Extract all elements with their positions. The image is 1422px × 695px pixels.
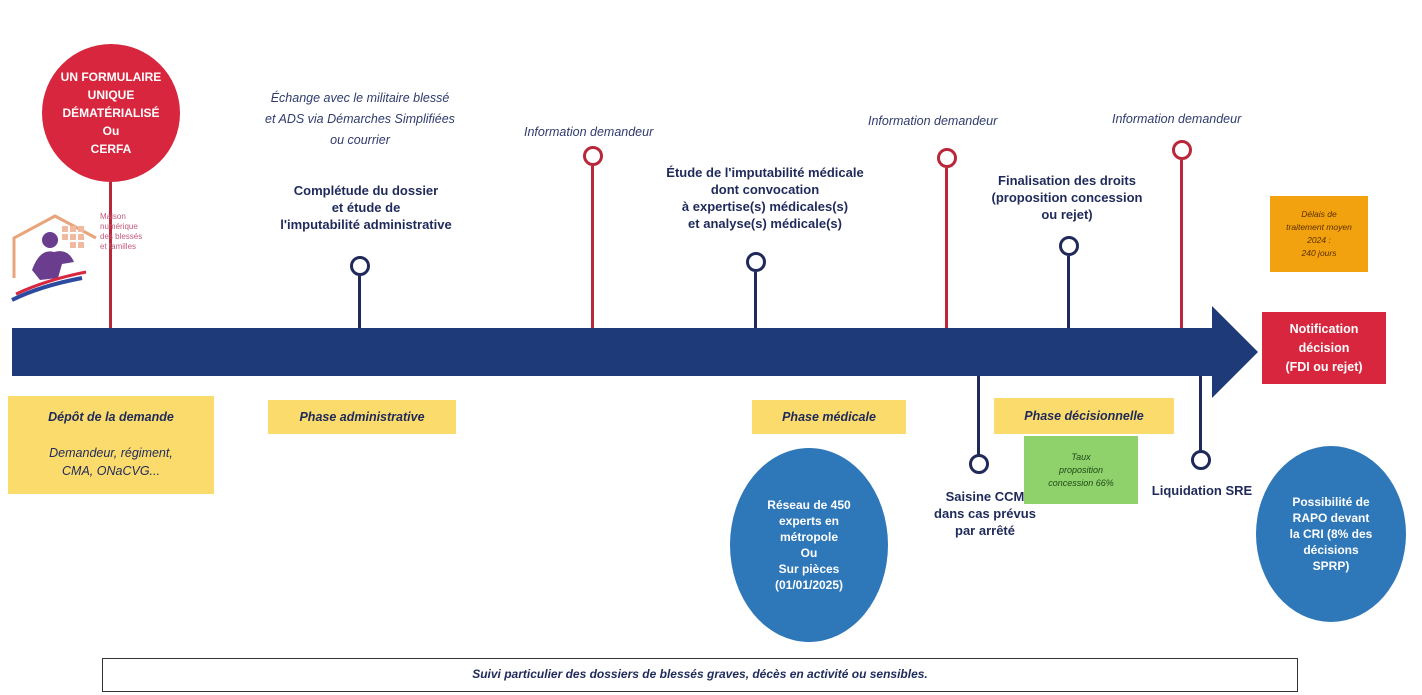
admin-line-3: l'imputabilité administrative — [280, 217, 452, 232]
final-line-3: ou rejet) — [1041, 207, 1093, 222]
experts-line-4: Ou — [800, 546, 818, 560]
rate-box: Taux proposition concession 66% — [1024, 436, 1138, 504]
ccm-line-2: dans cas prévus — [934, 506, 1036, 521]
logo-house-icon — [11, 214, 97, 302]
experts-line-2: experts en — [778, 514, 840, 528]
notification-line-3: (FDI ou rejet) — [1285, 359, 1363, 374]
rate-line-2: proposition — [1058, 464, 1104, 475]
ccm-node — [969, 454, 989, 474]
phase-medical: Phase médicale — [752, 400, 906, 434]
final-line-1: Finalisation des droits — [998, 173, 1136, 188]
notification-line-2: décision — [1298, 340, 1350, 355]
logo-line-4: et familles — [100, 242, 137, 251]
sre-stem — [1199, 376, 1202, 452]
start-line-3: DÉMATÉRIALISÉ — [62, 106, 160, 120]
admin-line-2: et étude de — [331, 200, 401, 215]
exchange-line-1: Échange avec le militaire blessé — [270, 91, 450, 105]
depot-title: Dépôt de la demande — [48, 410, 174, 424]
experts-line-5: Sur pièces — [778, 562, 840, 576]
delay-line-2: traitement moyen — [1286, 222, 1352, 232]
phase-admin: Phase administrative — [268, 400, 456, 434]
exchange-text: Échange avec le militaire blessé et ADS … — [240, 88, 480, 151]
delay-line-4: 240 jours — [1301, 248, 1337, 258]
delay-line-1: Délais de — [1301, 209, 1337, 219]
info-stem-3 — [1180, 160, 1183, 328]
info-label-3: Information demandeur — [1112, 112, 1242, 126]
final-milestone-label: Finalisation des droits (proposition con… — [975, 172, 1159, 223]
medical-line-1: Étude de l'imputabilité médicale — [666, 165, 864, 180]
ccm-line-1: Saisine CCM — [945, 489, 1025, 504]
experts-line-1: Réseau de 450 — [767, 498, 851, 512]
footer-box: Suivi particulier des dossiers de blessé… — [102, 658, 1298, 692]
final-stem — [1067, 256, 1070, 328]
medical-line-4: et analyse(s) médicale(s) — [688, 216, 842, 231]
phase-decision: Phase décisionnelle — [994, 398, 1174, 434]
delay-line-3: 2024 : — [1307, 235, 1331, 245]
admin-line-1: Complétude du dossier — [293, 183, 439, 198]
rate-line-1: Taux — [1071, 451, 1091, 462]
logo-text: Maison numérique des blessés et familles — [100, 212, 142, 252]
depot-sub-2: CMA, ONaCVG... — [62, 464, 160, 478]
final-line-2: (proposition concession — [991, 190, 1143, 205]
ccm-stem — [977, 376, 980, 456]
start-line-5: CERFA — [90, 142, 132, 156]
info-stem-2 — [945, 168, 948, 328]
timeline-arrow — [12, 306, 1258, 398]
info-node-1 — [583, 146, 603, 166]
info-stem-1 — [591, 166, 594, 328]
logo-line-1: Maison — [100, 212, 126, 221]
medical-line-2: dont convocation — [710, 182, 820, 197]
start-line-1: UN FORMULAIRE — [60, 70, 162, 84]
ccm-label: Saisine CCM dans cas prévus par arrêté — [925, 488, 1045, 539]
notification-box: Notification décision (FDI ou rejet) — [1262, 312, 1386, 384]
experts-line-6: (01/01/2025) — [774, 578, 844, 592]
experts-circle: Réseau de 450 experts en métropole Ou Su… — [730, 448, 888, 642]
sre-node — [1191, 450, 1211, 470]
logo: Maison numérique des blessés et familles — [10, 208, 170, 304]
admin-node — [350, 256, 370, 276]
rapo-line-1: Possibilité de — [1292, 495, 1370, 509]
ccm-line-3: par arrêté — [955, 523, 1015, 538]
rapo-line-4: décisions — [1303, 543, 1359, 557]
sre-label: Liquidation SRE — [1151, 483, 1253, 498]
medical-line-3: à expertise(s) médicales(s) — [681, 199, 849, 214]
medical-milestone-label: Étude de l'imputabilité médicale dont co… — [640, 164, 890, 232]
rapo-circle: Possibilité de RAPO devant la CRI (8% de… — [1256, 446, 1406, 622]
admin-stem — [358, 276, 361, 328]
info-node-2 — [937, 148, 957, 168]
final-node — [1059, 236, 1079, 256]
rapo-line-2: RAPO devant — [1292, 511, 1370, 525]
rapo-line-3: la CRI (8% des — [1289, 527, 1373, 541]
start-line-2: UNIQUE — [87, 88, 135, 102]
info-node-3 — [1172, 140, 1192, 160]
admin-milestone-label: Complétude du dossier et étude de l'impu… — [256, 182, 476, 233]
info-label-2: Information demandeur — [868, 114, 998, 128]
depot-box: Dépôt de la demande Demandeur, régiment,… — [8, 396, 214, 494]
delay-box: Délais de traitement moyen 2024 : 240 jo… — [1270, 196, 1368, 272]
exchange-line-2: et ADS via Démarches Simplifiées — [265, 112, 455, 126]
logo-line-3: des blessés — [100, 232, 143, 241]
start-circle: UN FORMULAIRE UNIQUE DÉMATÉRIALISÉ Ou CE… — [42, 44, 180, 182]
exchange-line-3: ou courrier — [330, 133, 390, 147]
start-line-4: Ou — [102, 124, 120, 138]
rate-line-3: concession 66% — [1048, 477, 1114, 488]
start-stem — [109, 182, 112, 328]
rapo-line-5: SPRP) — [1312, 559, 1350, 573]
depot-sub-1: Demandeur, régiment, — [49, 446, 173, 460]
logo-line-2: numérique — [100, 222, 138, 231]
experts-line-3: métropole — [779, 530, 838, 544]
notification-line-1: Notification — [1289, 321, 1359, 336]
medical-node — [746, 252, 766, 272]
info-label-1: Information demandeur — [524, 125, 654, 139]
medical-stem — [754, 272, 757, 328]
